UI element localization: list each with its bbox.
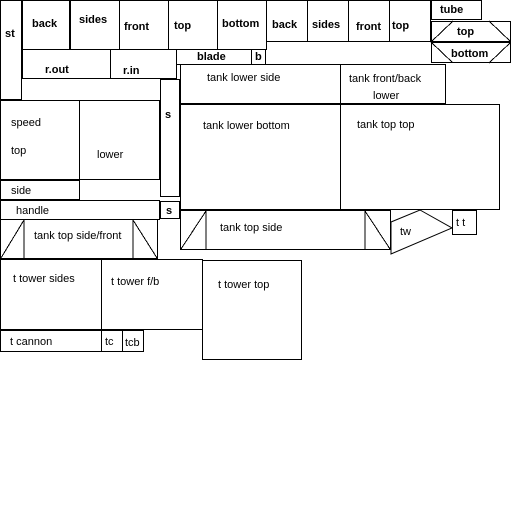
region-sides-2 <box>307 0 349 42</box>
region-tank-lower-side <box>180 64 341 104</box>
region-tcb <box>122 330 144 352</box>
label-t-tower-fb: t tower f/b <box>111 276 160 288</box>
label-sides: sides <box>79 14 108 26</box>
label-tube-top: top <box>457 26 475 38</box>
label-tank-lower-side: tank lower side <box>207 72 281 84</box>
region-front-2 <box>348 0 390 42</box>
label-speed: speed <box>11 117 41 129</box>
region-tube <box>431 0 482 20</box>
region-t-tower-top <box>202 260 302 360</box>
label-top-2: top <box>392 20 410 32</box>
region-tank-top-top <box>340 104 500 210</box>
region-back <box>22 0 70 50</box>
label-top: top <box>174 20 192 32</box>
label-tube-bottom: bottom <box>451 48 489 60</box>
region-s-1 <box>160 79 180 197</box>
label-handle: handle <box>16 205 50 217</box>
region-st <box>0 0 22 100</box>
label-t-tower-top: t tower top <box>218 279 270 291</box>
region-s-2 <box>160 201 180 219</box>
region-t-tower-sides <box>0 259 102 330</box>
region-lower <box>79 100 160 180</box>
region-speed <box>0 100 80 180</box>
region-r-out <box>22 49 111 79</box>
region-tank-top-side-front <box>0 219 158 259</box>
label-s-1: s <box>165 109 172 121</box>
region-sides <box>70 0 120 50</box>
label-side: side <box>11 185 32 197</box>
label-r-in: r.in <box>123 65 140 77</box>
region-side <box>0 180 80 200</box>
label-r-out: r.out <box>45 64 69 76</box>
label-bottom: bottom <box>222 18 260 30</box>
region-tank-lower-bottom <box>180 104 341 210</box>
label-tcb: tcb <box>125 337 140 349</box>
label-b: b <box>255 51 262 63</box>
label-t-tower-sides: t tower sides <box>13 273 75 285</box>
label-tank-top-side-front: tank top side/front <box>34 230 122 242</box>
region-tank-top-side <box>180 210 391 250</box>
label-front: front <box>124 21 150 33</box>
label-tank-top-top: tank top top <box>357 119 415 131</box>
label-tc: tc <box>105 336 114 348</box>
label-back: back <box>32 18 58 30</box>
label-back-2: back <box>272 19 298 31</box>
label-front-2: front <box>356 21 382 33</box>
label-tank-front-back-lower-1: tank front/back <box>349 73 422 85</box>
label-sides-2: sides <box>312 19 341 31</box>
region-t-tower-fb <box>101 259 203 330</box>
label-tank-top-side: tank top side <box>220 222 283 234</box>
region-tank-front-back-lower <box>340 64 446 104</box>
label-speed-top: top <box>11 145 27 157</box>
label-st: st <box>5 28 15 40</box>
label-tt: t t <box>456 217 466 229</box>
label-s-2: s <box>166 205 173 217</box>
label-t-cannon: t cannon <box>10 336 53 348</box>
label-tube: tube <box>440 4 464 16</box>
label-tank-lower-bottom: tank lower bottom <box>203 120 290 132</box>
label-tank-front-back-lower-2: lower <box>373 90 400 102</box>
region-top-2 <box>389 0 431 42</box>
region-r-in <box>110 49 177 79</box>
label-blade: blade <box>197 51 226 63</box>
label-tw: tw <box>400 226 411 238</box>
label-lower: lower <box>97 149 124 161</box>
